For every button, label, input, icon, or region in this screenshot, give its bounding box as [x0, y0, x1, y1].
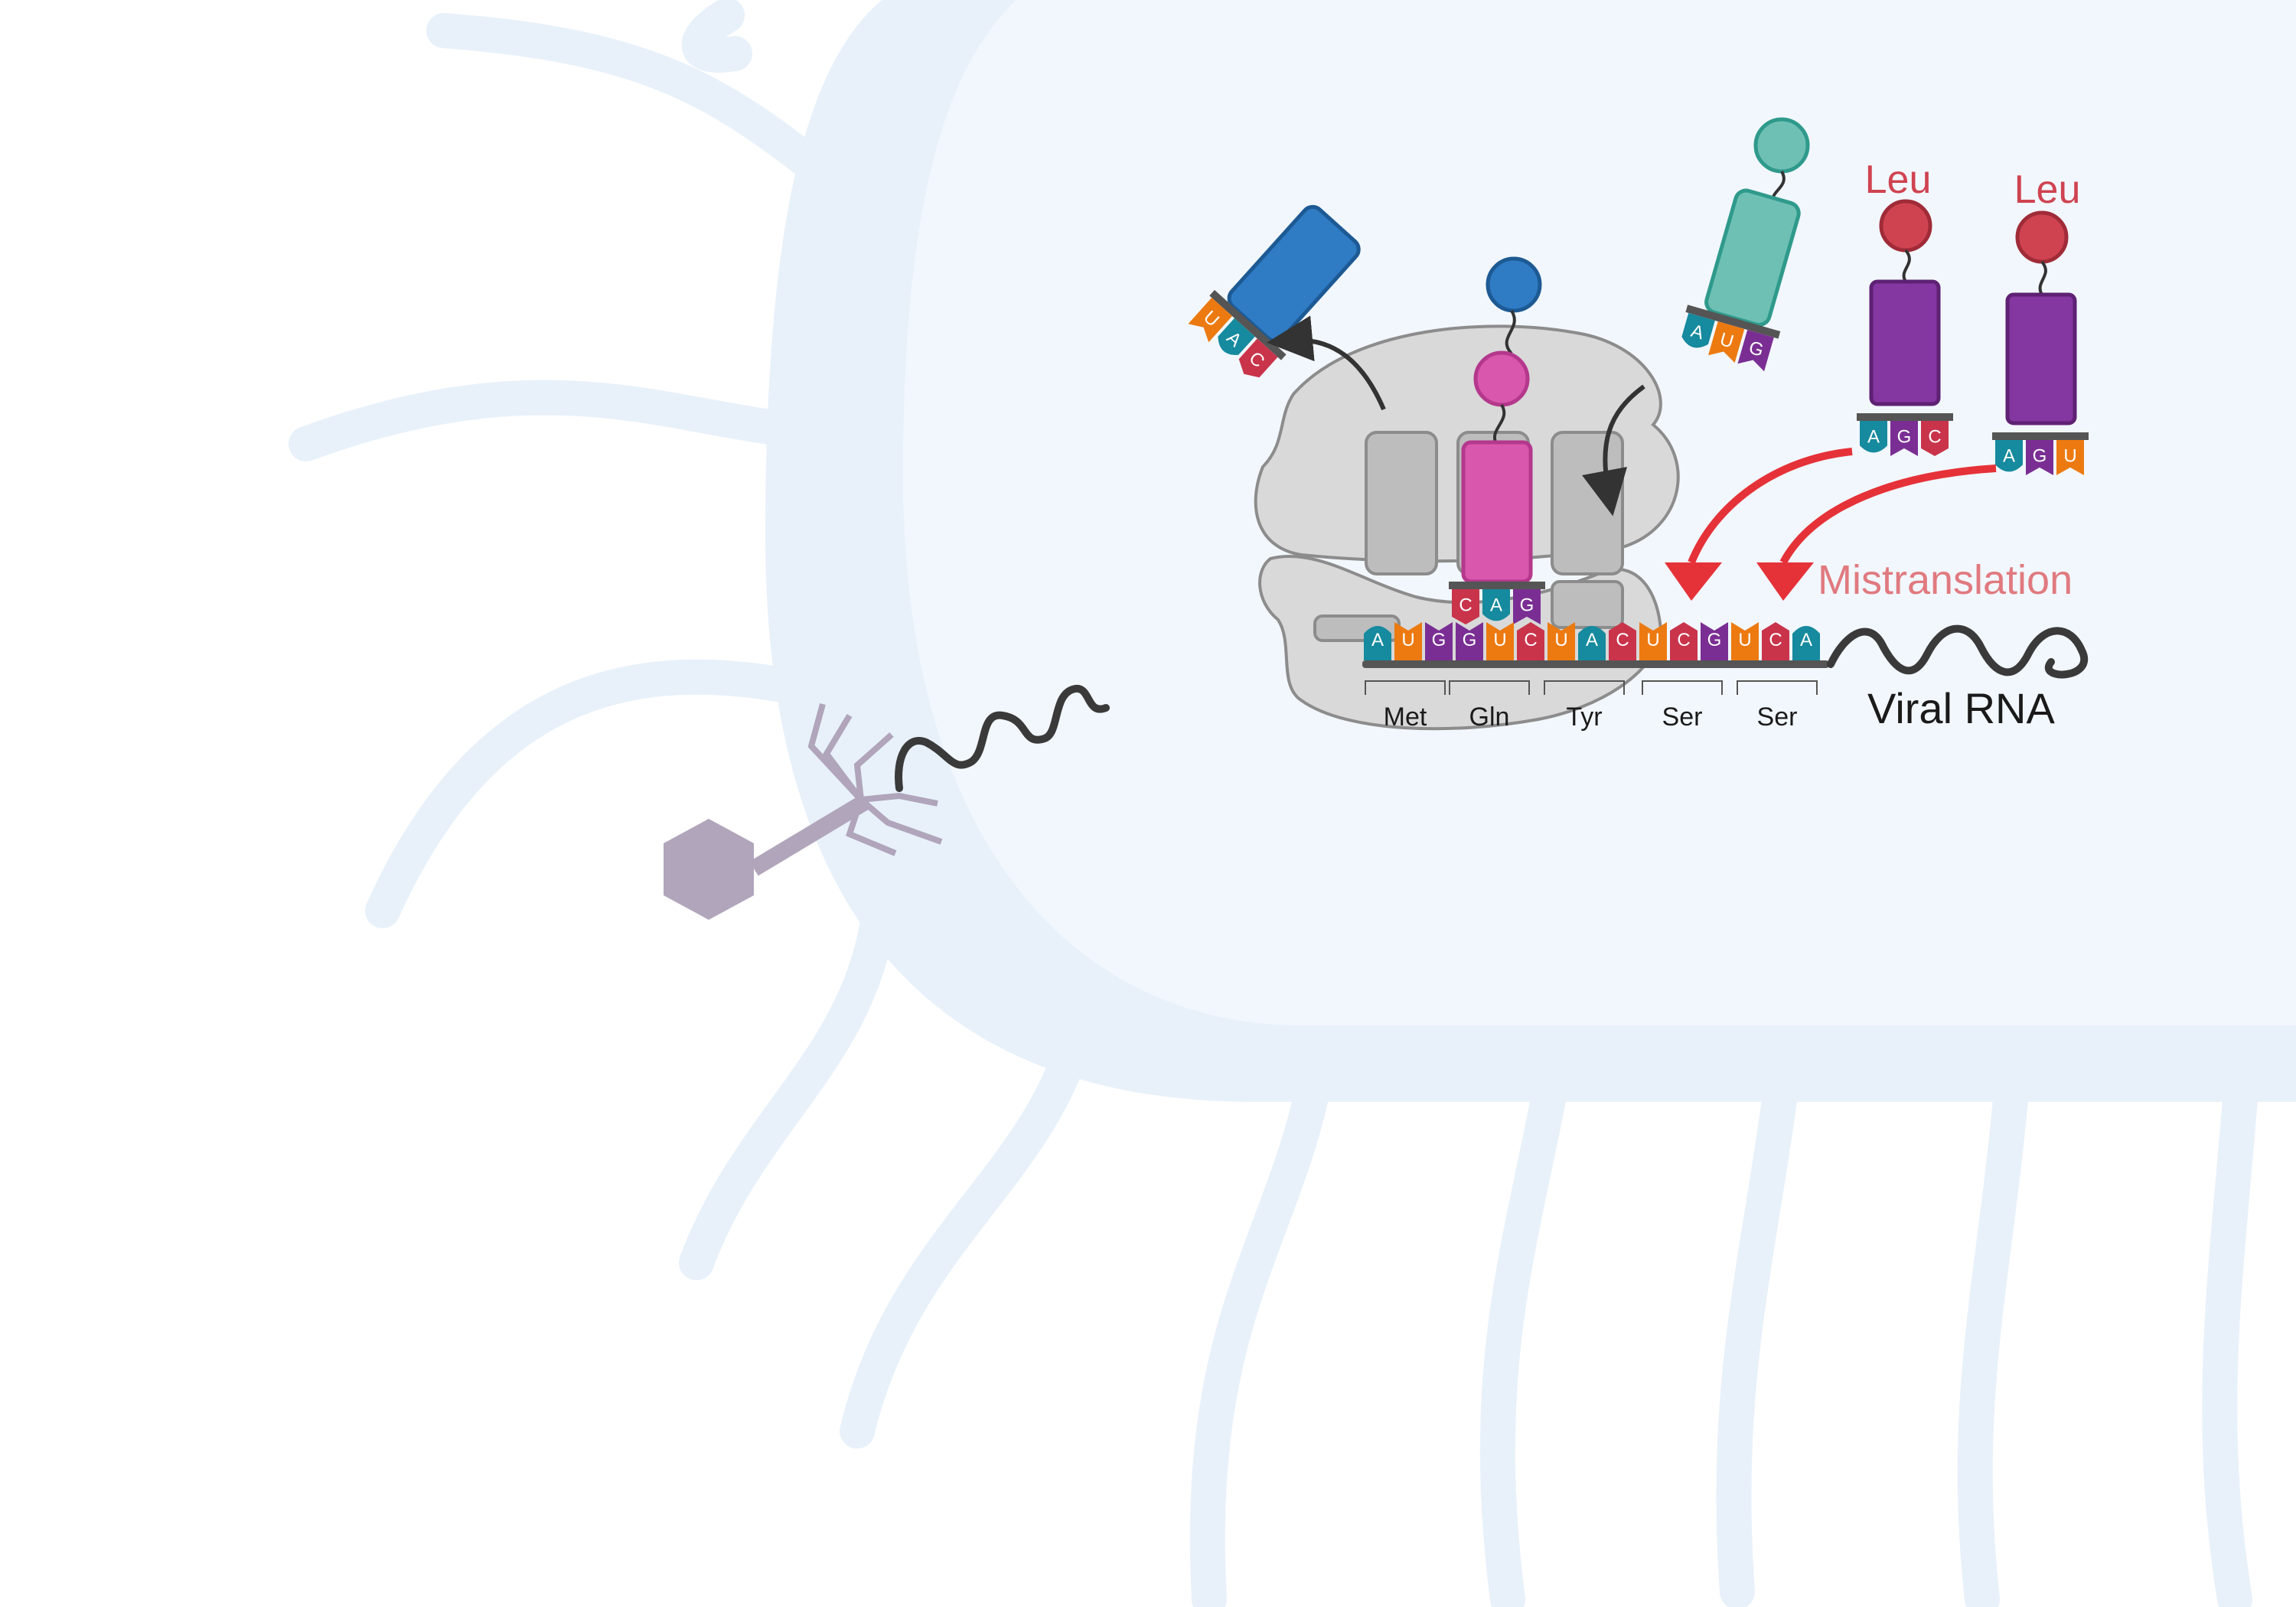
- svg-text:G: G: [1520, 595, 1534, 616]
- leu1-nucleotide-G: G: [1890, 421, 1918, 456]
- codon-label: Gln: [1469, 702, 1510, 732]
- svg-text:U: U: [1646, 630, 1659, 650]
- svg-text:A: A: [1490, 595, 1502, 616]
- viral-rna-label: Viral RNA: [1867, 684, 2055, 732]
- amino-acid-p-site: [1473, 350, 1530, 407]
- amino-acid-incoming-chain: [1486, 256, 1542, 313]
- mrna-nucleotide-U: U: [1639, 622, 1667, 660]
- leu1-nucleotide-C: C: [1921, 421, 1949, 456]
- codon-label: Ser: [1662, 702, 1703, 732]
- bacteriophage-icon: [664, 702, 943, 920]
- leu1-nucleotide-A: A: [1860, 421, 1887, 453]
- svg-text:C: C: [1677, 630, 1690, 650]
- mrna-nucleotide-A: A: [1792, 626, 1820, 660]
- svg-text:A: A: [1586, 630, 1598, 650]
- svg-text:C: C: [1524, 630, 1537, 650]
- svg-text:A: A: [1800, 630, 1812, 650]
- svg-text:U: U: [1554, 630, 1567, 650]
- mrna-nucleotide-G: G: [1456, 622, 1483, 660]
- exit-nucleotide-U: U: [1188, 298, 1233, 343]
- mrna-nucleotide-U: U: [1548, 622, 1575, 660]
- mrna-nucleotide-A: A: [1364, 626, 1391, 660]
- svg-text:A: A: [1688, 321, 1706, 344]
- ribosome-a-site: [1551, 431, 1624, 575]
- ribosome-e-site: [1365, 431, 1438, 575]
- codon-label: Tyr: [1566, 702, 1602, 732]
- mrna-nucleotide-C: C: [1762, 622, 1789, 660]
- p-site-nucleotide-A: A: [1482, 589, 1510, 621]
- svg-text:C: C: [1928, 427, 1941, 448]
- ribosome-a-site-lower: [1551, 580, 1624, 629]
- codon-bracket: [1737, 680, 1818, 695]
- incoming-nucleotide-G: G: [1737, 330, 1774, 372]
- mrna-nucleotide-G: G: [1701, 622, 1728, 660]
- svg-text:U: U: [2063, 446, 2076, 467]
- exit-nucleotide-A: A: [1218, 318, 1255, 355]
- svg-text:G: G: [1463, 630, 1477, 650]
- mistranslation-label: Mistranslation: [1818, 557, 2073, 603]
- mrna-nucleotide-C: C: [1670, 622, 1698, 660]
- leu2-nucleotide-U: U: [2056, 440, 2084, 475]
- mrna-nucleotide-U: U: [1731, 622, 1759, 660]
- trna-exit-arrow: [1267, 315, 1386, 411]
- amino-acid-leu-1: [1879, 199, 1932, 253]
- codon-bracket: [1365, 680, 1446, 695]
- p-site-nucleotide-C: C: [1452, 589, 1479, 624]
- svg-text:G: G: [1707, 630, 1722, 650]
- incoming-nucleotide-U: U: [1708, 321, 1745, 363]
- codon-bracket: [1642, 680, 1723, 695]
- codon-label: Ser: [1757, 702, 1798, 732]
- codon-bracket: [1544, 680, 1625, 695]
- svg-text:C: C: [1459, 595, 1472, 616]
- svg-text:G: G: [2033, 446, 2047, 467]
- svg-text:G: G: [1897, 427, 1912, 448]
- leu2-nucleotide-G: G: [2026, 440, 2053, 475]
- svg-text:C: C: [1769, 630, 1782, 650]
- svg-text:U: U: [1493, 630, 1506, 650]
- mistranslation-arrows: [1665, 448, 1997, 601]
- flagella: [289, 0, 2260, 1607]
- mrna-nucleotide-U: U: [1394, 622, 1422, 660]
- codon-bracket: [1449, 680, 1530, 695]
- mrna-nucleotide-C: C: [1517, 622, 1544, 660]
- p-site-nucleotide-G: G: [1513, 589, 1541, 624]
- leu2-nucleotide-A: A: [1995, 440, 2023, 472]
- leu-label-2: Leu: [2014, 168, 2081, 212]
- mrna-nucleotide-C: C: [1609, 622, 1636, 660]
- viral-rna-tail-icon: [1827, 624, 2088, 679]
- mrna-nucleotide-U: U: [1486, 622, 1514, 660]
- svg-text:A: A: [1867, 427, 1880, 448]
- amino-acid-leu-2: [2015, 210, 2069, 264]
- incoming-nucleotide-A: A: [1681, 313, 1715, 348]
- svg-text:U: U: [1401, 630, 1414, 650]
- mrna-nucleotide-A: A: [1578, 626, 1606, 660]
- leu-label-1: Leu: [1865, 158, 1932, 202]
- phage-injected-rna-icon: [895, 684, 1110, 792]
- codon-label: Met: [1384, 702, 1427, 732]
- svg-text:A: A: [2003, 446, 2015, 467]
- trna-entry-arrow: [1582, 384, 1645, 517]
- svg-text:C: C: [1616, 630, 1629, 650]
- mrna-nucleotide-G: G: [1425, 622, 1453, 660]
- svg-text:G: G: [1432, 630, 1446, 650]
- svg-text:A: A: [1371, 630, 1384, 650]
- svg-text:U: U: [1738, 630, 1751, 650]
